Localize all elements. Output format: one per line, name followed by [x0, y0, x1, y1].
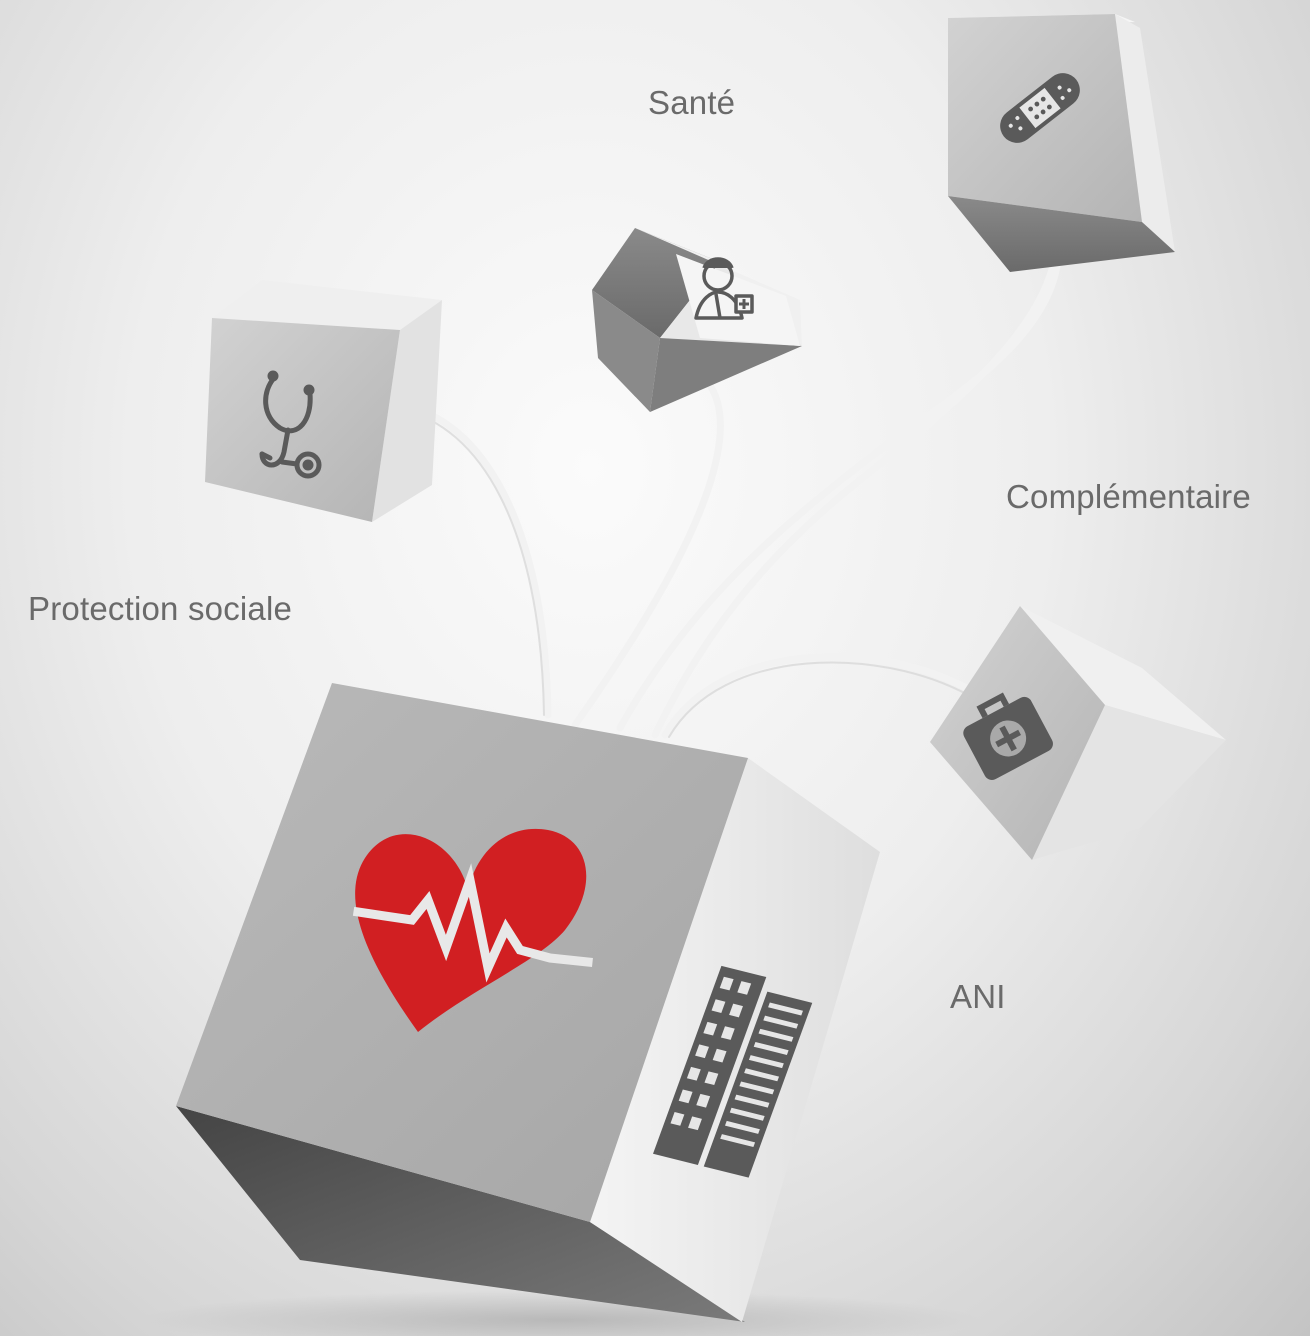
cable-bandage	[616, 224, 1063, 732]
office-building-icon	[653, 965, 813, 1178]
stethoscope-cube	[205, 280, 442, 522]
main-cube-bottom	[176, 1106, 745, 1322]
first-aid-cube	[930, 606, 1226, 860]
first-aid-kit-icon	[963, 692, 1053, 780]
label-complementaire: Complémentaire	[1006, 478, 1251, 515]
doctor-icon	[694, 257, 754, 320]
cable-bandage-b	[651, 224, 1062, 739]
label-sante: Santé	[648, 84, 736, 121]
label-ani: ANI	[950, 978, 1006, 1015]
bandage-icon	[1000, 73, 1080, 143]
bandage-cube	[948, 14, 1175, 272]
cables	[398, 224, 1063, 739]
cable-doctor	[571, 376, 724, 729]
floor-shadow	[140, 1290, 980, 1336]
main-cube	[176, 683, 880, 1322]
label-protection-sociale: Protection sociale	[28, 590, 293, 627]
cable-aidkit	[661, 653, 974, 739]
stethoscope-icon	[259, 370, 322, 479]
doctor-cube	[592, 228, 802, 412]
heart-pulse-icon	[352, 828, 593, 1032]
